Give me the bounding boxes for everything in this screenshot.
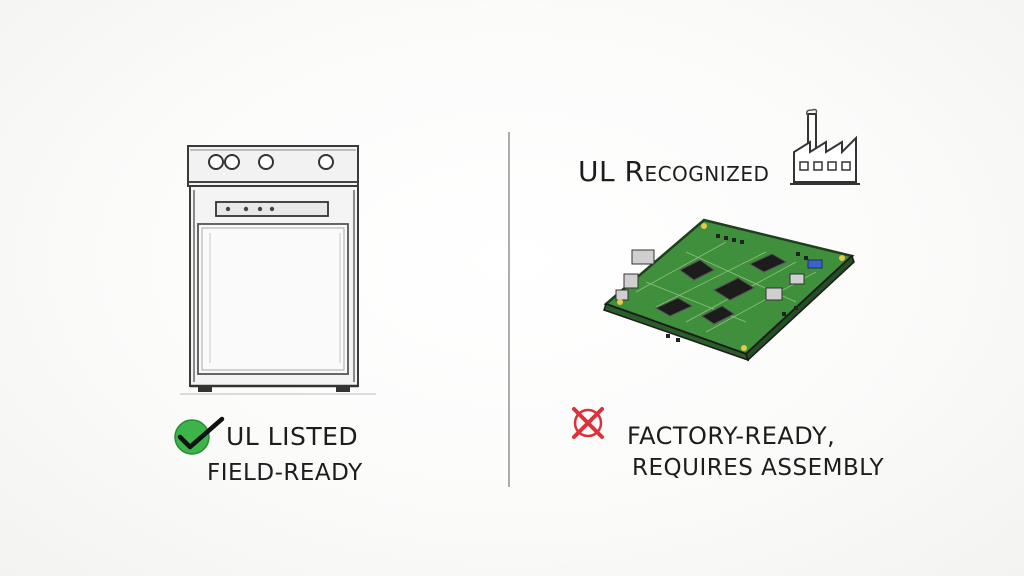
oven-appliance-sketch [180, 145, 376, 395]
checkmark-icon [174, 416, 225, 455]
factory-icon [790, 108, 860, 185]
circuit-board-sketch [603, 218, 855, 362]
ul-recognized-title: UL Recognized [578, 155, 770, 188]
cross-icon [572, 407, 604, 439]
requires-assembly-label: REQUIRES ASSEMBLY [632, 455, 885, 481]
center-divider [508, 132, 510, 487]
ul-listed-label: UL LISTED [226, 422, 359, 451]
factory-ready-label: FACTORY-READY, [627, 422, 836, 450]
field-ready-label: FIELD-READY [207, 460, 363, 486]
